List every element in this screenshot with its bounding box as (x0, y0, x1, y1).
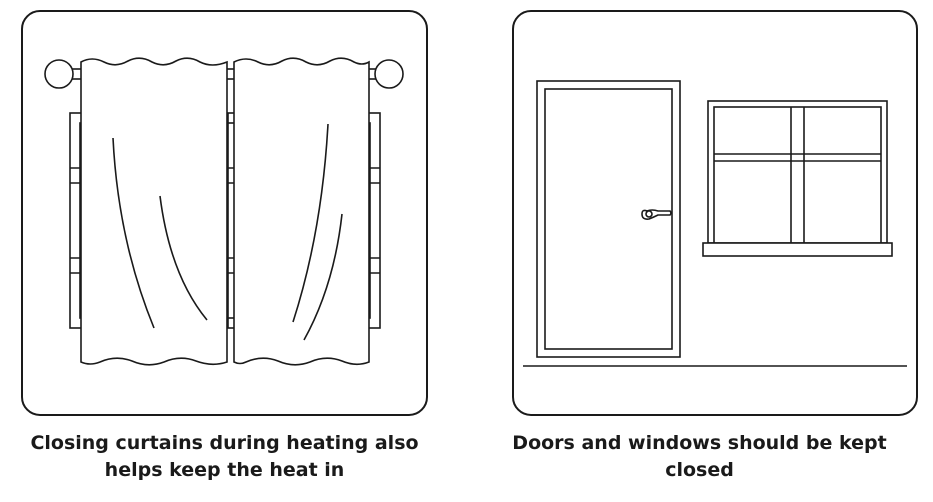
curtains-illustration (21, 10, 428, 416)
door-handle-icon (641, 209, 672, 220)
rod-finial-left (44, 59, 74, 89)
door-window-caption: Doors and windows should be kept closed (466, 430, 933, 484)
window-sill (702, 242, 893, 257)
door (536, 80, 681, 358)
door-window-panel: Doors and windows should be kept closed (466, 0, 933, 502)
right-curtain (233, 57, 370, 366)
window (702, 100, 893, 257)
curtains-panel: Closing curtains during heating also hel… (0, 0, 466, 502)
caption-line: Doors and windows should be kept (512, 432, 887, 454)
rod-finial-right (374, 59, 404, 89)
caption-line: Closing curtains during heating also (30, 432, 419, 454)
left-curtain (80, 57, 228, 366)
caption-line: helps keep the heat in (104, 459, 345, 481)
caption-line: closed (665, 459, 734, 481)
curtains-caption: Closing curtains during heating also hel… (0, 430, 449, 484)
door-window-illustration (512, 10, 918, 416)
